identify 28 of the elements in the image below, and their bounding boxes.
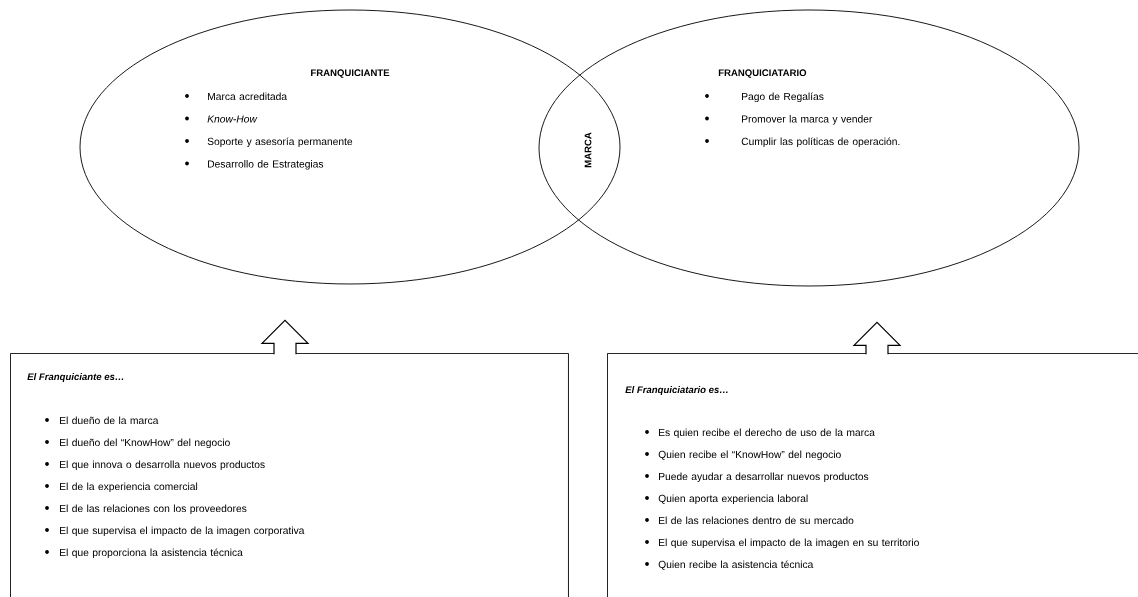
bullet-item: Promover la marca y vender	[705, 115, 873, 125]
heading: El Franquiciante es…	[27, 373, 124, 382]
bullet-item: Cumplir las políticas de operación.	[705, 137, 900, 148]
bullet-item: Know-How	[185, 115, 258, 123]
bullet-item: Quien recibe el “KnowHow” del negocio	[645, 450, 841, 461]
bullet-item: Quien aporta experiencia laboral	[645, 494, 808, 505]
bullet-item: Es quien recibe el derecho de uso de la marca	[645, 428, 875, 439]
block-arrow	[260, 319, 310, 355]
bullet-item: El dueño de la marca	[45, 416, 159, 425]
block-arrow	[852, 321, 902, 355]
heading: FRANQUICIATARIO	[718, 69, 807, 78]
bullet-item: El que supervisa el impacto de la imagen corporativa	[45, 526, 305, 537]
overlap-label: MARCA	[584, 132, 592, 168]
heading: FRANQUICIANTE	[311, 69, 390, 78]
bullet-item: El de las relaciones dentro de su mercado	[645, 516, 854, 525]
bullet-item: Marca acreditada	[185, 92, 288, 101]
bullet-item: Soporte y asesoría permanente	[185, 137, 353, 148]
bullet-item: El de la experiencia comercial	[45, 482, 198, 493]
bullet-item: El que proporciona la asistencia técnica	[45, 548, 243, 559]
bullet-item: Quien recibe la asistencia técnica	[645, 560, 814, 570]
bullet-item: El que innova o desarrolla nuevos productos	[45, 460, 265, 471]
bullet-item: Pago de Regalías	[705, 92, 824, 103]
bullet-item: El de las relaciones con los proveedores	[45, 504, 247, 515]
heading: El Franquiciatario es…	[625, 386, 728, 395]
bullet-item: El dueño del “KnowHow” del negocio	[45, 438, 230, 449]
bullet-item: Desarrollo de Estrategias	[185, 160, 324, 170]
bullet-item: Puede ayudar a desarrollar nuevos productos	[645, 472, 869, 483]
bullet-item: El que supervisa el impacto de la imagen en su territorio	[645, 538, 919, 549]
